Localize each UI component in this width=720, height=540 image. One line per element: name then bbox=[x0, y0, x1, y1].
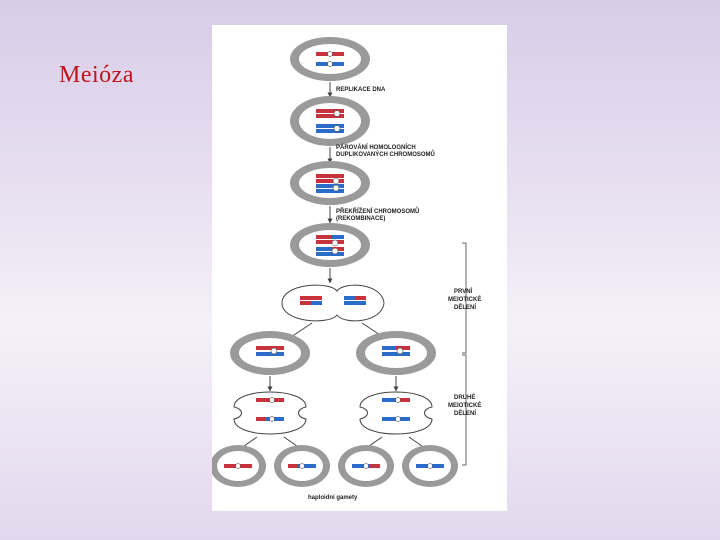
cell-stage-4 bbox=[290, 223, 370, 267]
bracket-second-division bbox=[462, 354, 467, 466]
cell-first-division bbox=[281, 284, 385, 322]
slide-title: Meióza bbox=[59, 62, 134, 88]
label-second-division-3: DĚLENÍ bbox=[454, 409, 476, 417]
cell-stage-1 bbox=[290, 37, 370, 81]
label-pairing-2: DUPLIKOVANÝCH CHROMOSOMŮ bbox=[336, 150, 435, 158]
cell-second-division-right bbox=[359, 391, 433, 435]
gamete-3 bbox=[338, 445, 394, 487]
meiosis-svg: REPLIKACE DNA PÁROVÁNÍ HOMOLOGNÍCH DUPLI… bbox=[212, 37, 481, 501]
cell-stage-2 bbox=[290, 96, 370, 146]
cell-daughter-left bbox=[230, 331, 310, 375]
label-first-division-2: MEIOTICKÉ bbox=[448, 295, 481, 303]
gamete-1 bbox=[212, 445, 266, 487]
cell-daughter-right bbox=[356, 331, 436, 375]
label-second-division-1: DRUHÉ bbox=[454, 393, 475, 401]
label-first-division-3: DĚLENÍ bbox=[454, 303, 476, 311]
bracket-first-division bbox=[462, 242, 467, 354]
label-second-division-2: MEIOTICKÉ bbox=[448, 401, 481, 409]
label-haploid-gametes: haploidní gamety bbox=[308, 495, 358, 501]
label-crossover-2: (REKOMBINACE) bbox=[336, 216, 385, 222]
cell-stage-3 bbox=[290, 161, 370, 205]
label-crossover-1: PŘEKŘÍŽENÍ CHROMOSOMŮ bbox=[336, 207, 419, 215]
gamete-4 bbox=[402, 445, 458, 487]
meiosis-diagram: REPLIKACE DNA PÁROVÁNÍ HOMOLOGNÍCH DUPLI… bbox=[212, 25, 507, 511]
label-first-division-1: PRVNÍ bbox=[454, 287, 473, 295]
label-dna-replication: REPLIKACE DNA bbox=[336, 87, 386, 93]
label-pairing-1: PÁROVÁNÍ HOMOLOGNÍCH bbox=[336, 143, 416, 151]
cell-second-division-left bbox=[233, 391, 307, 435]
gamete-2 bbox=[274, 445, 330, 487]
